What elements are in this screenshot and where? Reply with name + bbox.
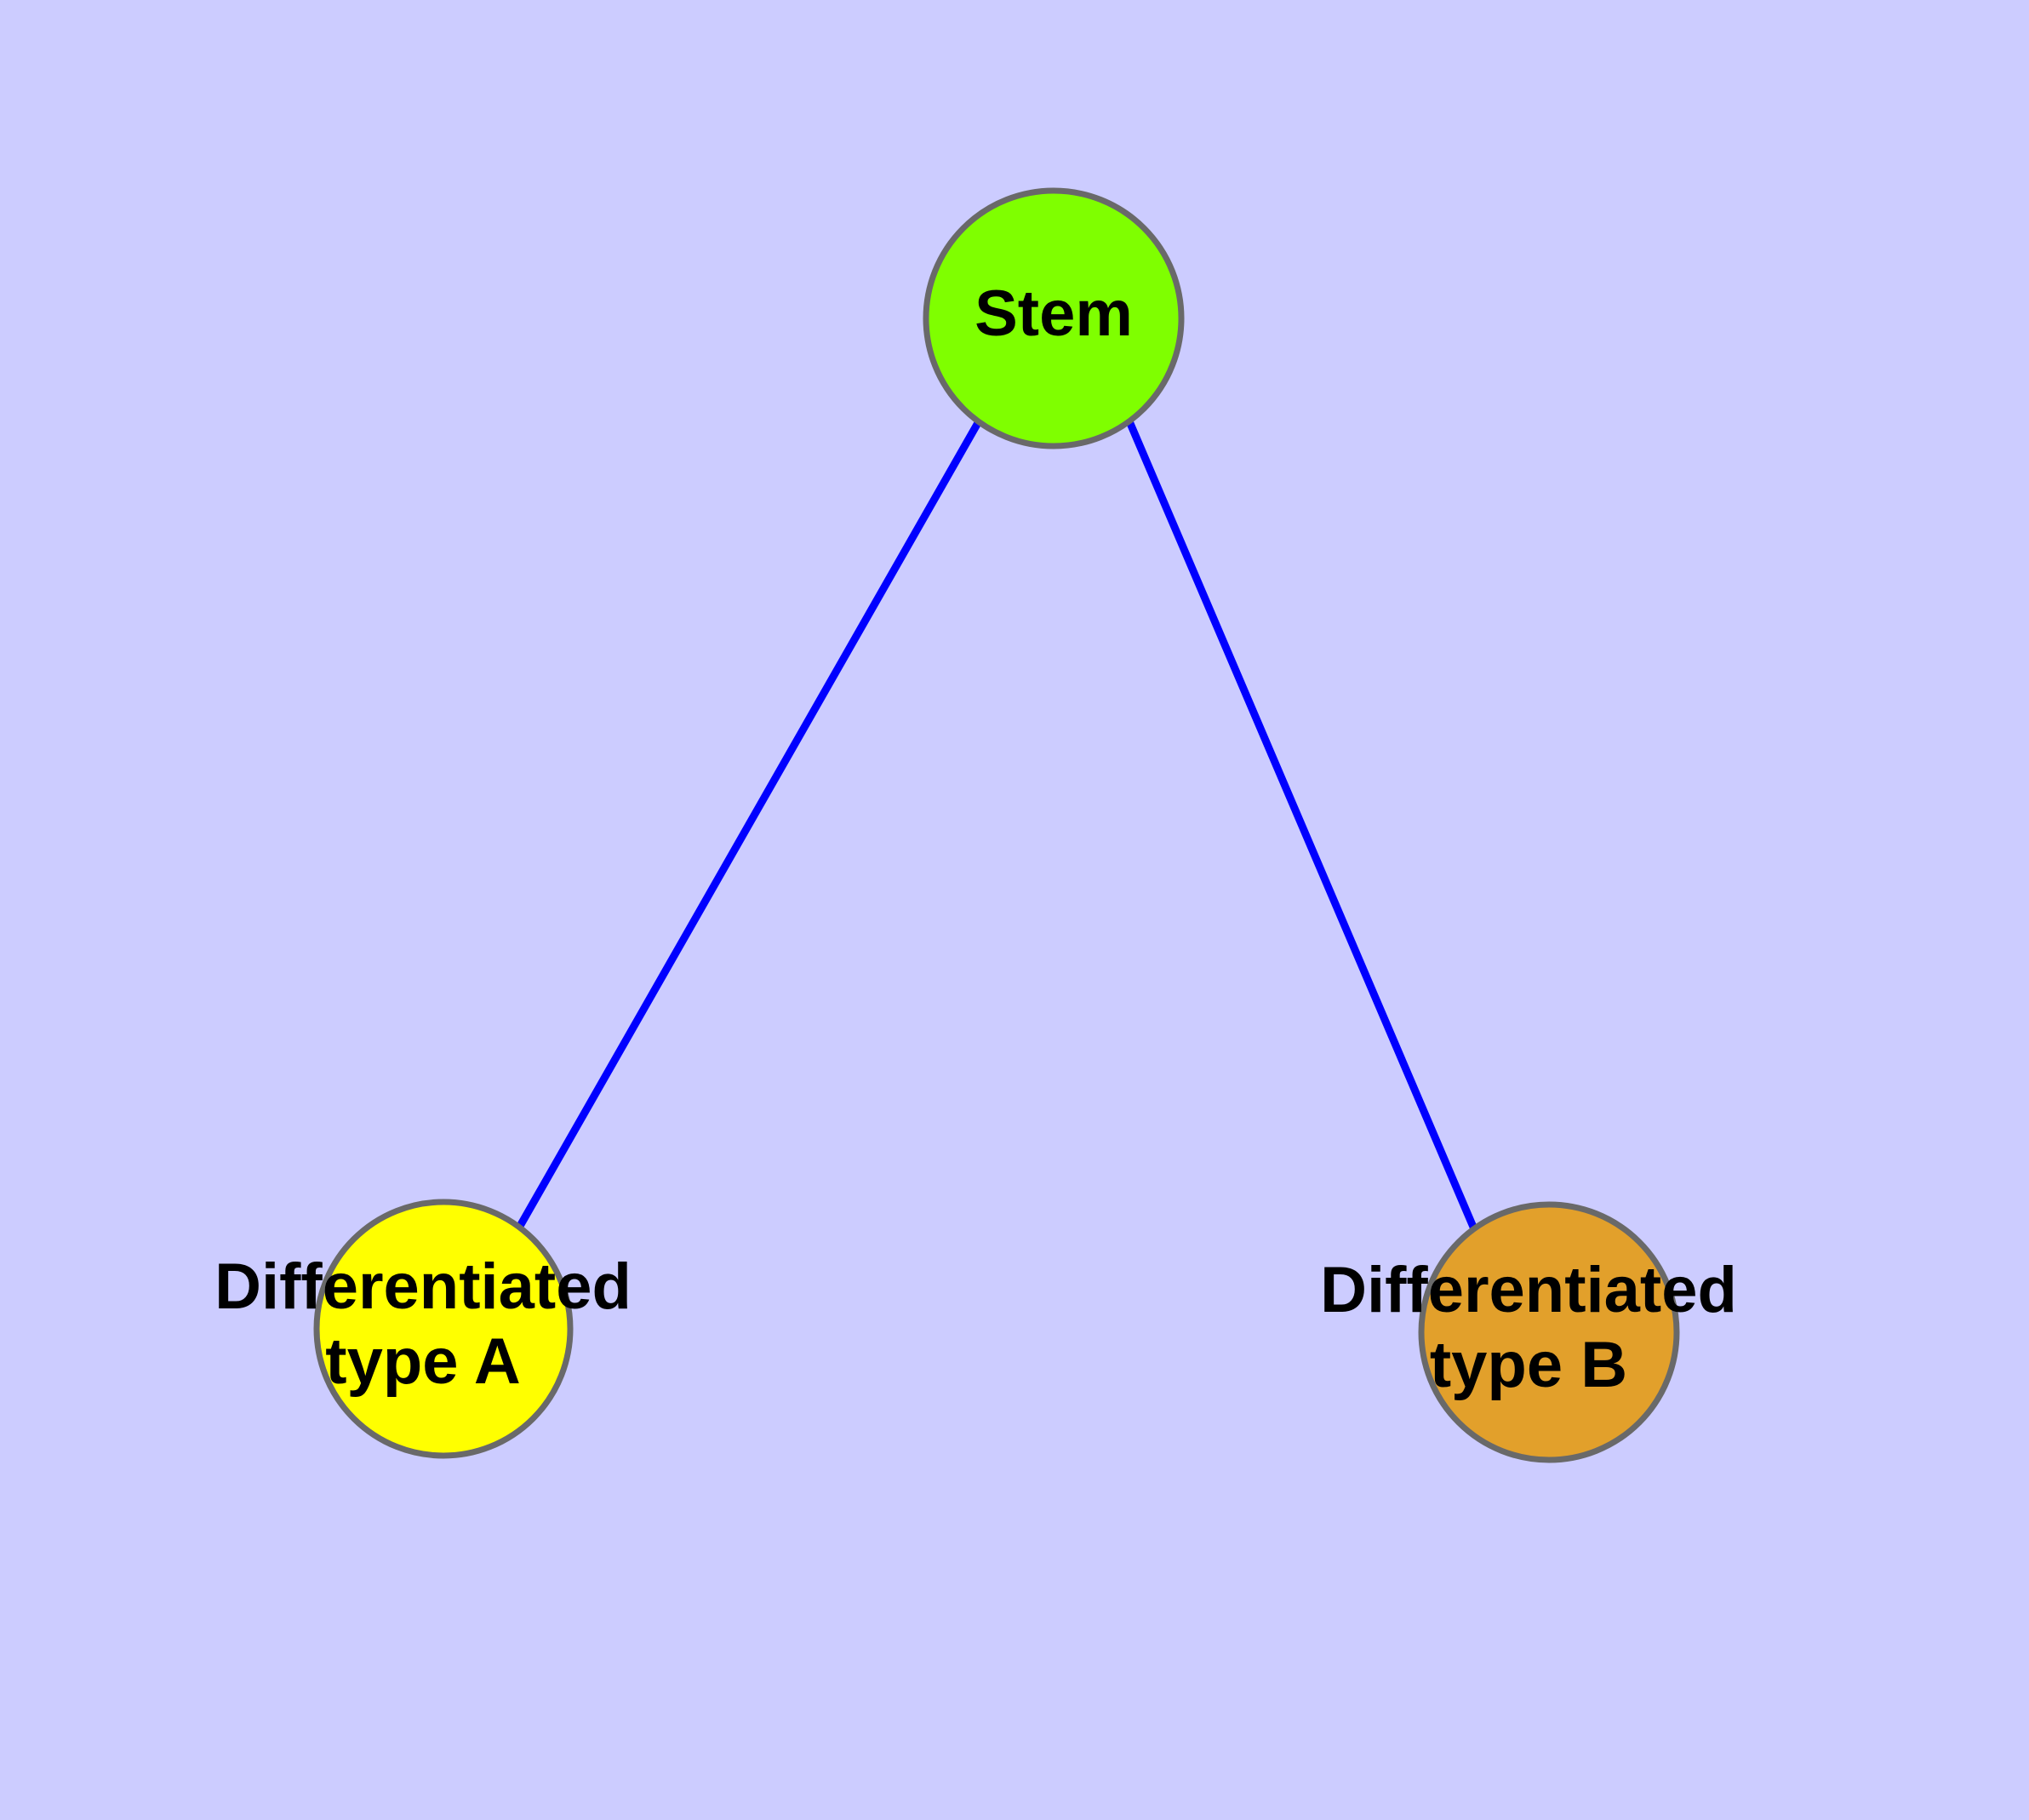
node-stem-label: Stem [974, 278, 1133, 350]
edge-stem-to-type-b[interactable] [1125, 417, 1479, 1235]
node-stem-circle[interactable] [923, 187, 1185, 449]
node-differentiated-type-b-circle[interactable] [1418, 1201, 1680, 1463]
node-stem[interactable]: Stem [923, 187, 1185, 449]
edge-layer [515, 417, 1479, 1235]
edge-stem-to-type-a[interactable] [515, 417, 983, 1232]
node-differentiated-type-a-circle[interactable] [313, 1199, 574, 1459]
